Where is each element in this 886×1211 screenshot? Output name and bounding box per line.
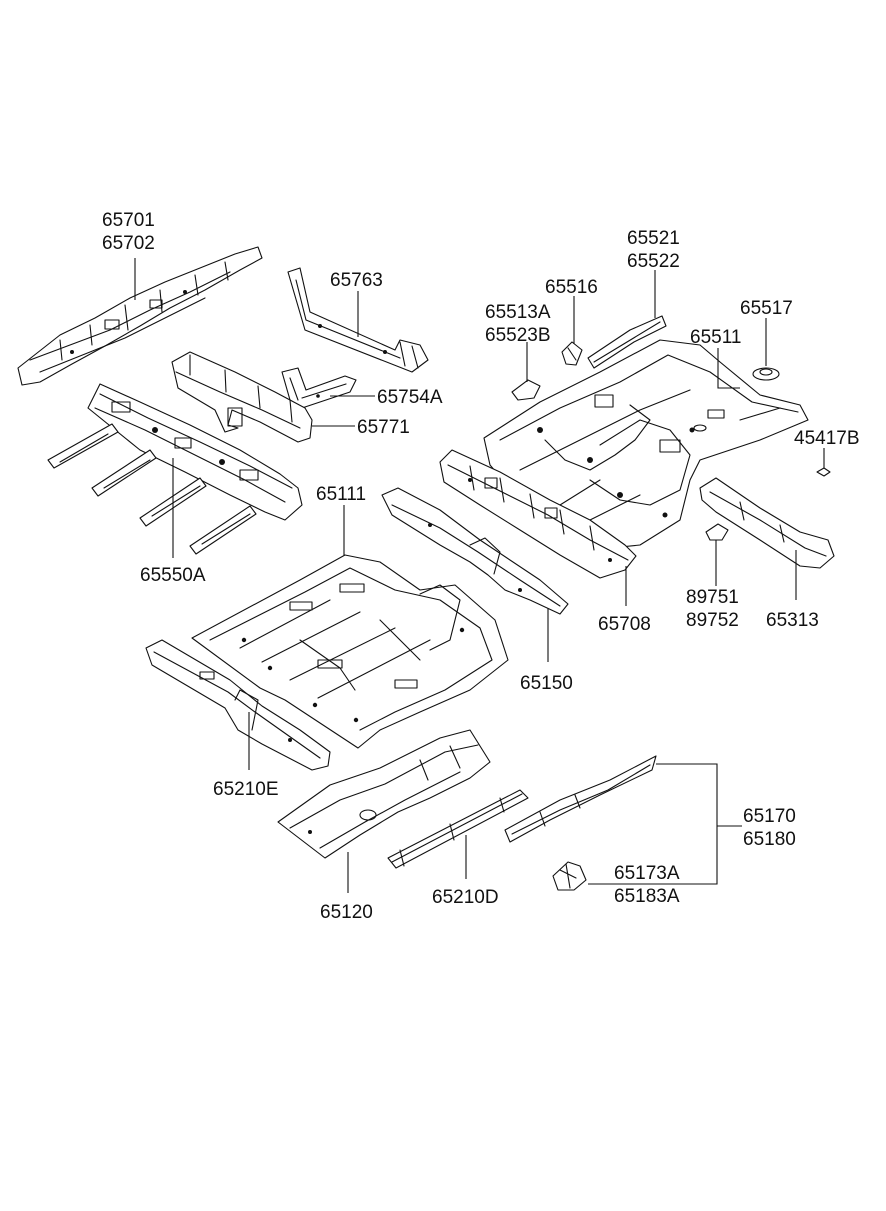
- label-89752: 89752: [686, 610, 739, 631]
- label-65210D: 65210D: [432, 887, 499, 908]
- part-65517-plug[interactable]: [752, 367, 780, 381]
- label-65701: 65701: [102, 210, 155, 231]
- label-65120: 65120: [320, 902, 373, 923]
- part-65513A-bracket[interactable]: [511, 379, 541, 401]
- label-65522: 65522: [627, 251, 680, 272]
- label-65313: 65313: [766, 610, 819, 631]
- label-65183A: 65183A: [614, 886, 680, 907]
- part-65516-clip[interactable]: [561, 341, 583, 366]
- label-65702: 65702: [102, 233, 155, 254]
- part-65210E-reinforcement[interactable]: [145, 639, 331, 771]
- part-65771-crossmember[interactable]: [171, 351, 313, 443]
- part-65708-side-member[interactable]: [439, 449, 637, 579]
- part-65763-cross-member[interactable]: [287, 267, 429, 373]
- label-65150: 65150: [520, 673, 573, 694]
- label-65111: 65111: [316, 484, 366, 505]
- part-65511-rear-floor[interactable]: [483, 339, 809, 549]
- label-65523B: 65523B: [485, 325, 551, 346]
- label-65550A: 65550A: [140, 565, 206, 586]
- label-65754A: 65754A: [377, 387, 443, 408]
- label-65511: 65511: [690, 327, 741, 348]
- label-65516: 65516: [545, 277, 598, 298]
- label-65708: 65708: [598, 614, 651, 635]
- label-65771: 65771: [357, 417, 410, 438]
- part-65313-extension[interactable]: [699, 477, 835, 569]
- part-65150-cross-member[interactable]: [381, 487, 569, 615]
- label-89751: 89751: [686, 587, 739, 608]
- label-65517: 65517: [740, 298, 793, 319]
- label-65180: 65180: [743, 829, 796, 850]
- part-45417B-nut[interactable]: [816, 467, 831, 477]
- part-65173A-bracket[interactable]: [552, 861, 587, 891]
- label-65763: 65763: [330, 270, 383, 291]
- part-65210D-sill-rail[interactable]: [387, 789, 529, 869]
- label-65170: 65170: [743, 806, 796, 827]
- label-65521: 65521: [627, 228, 680, 249]
- part-65170-sill-extension[interactable]: [504, 755, 657, 843]
- label-45417B: 45417B: [794, 428, 860, 449]
- part-65120-front-floor[interactable]: [277, 729, 491, 859]
- label-65173A: 65173A: [614, 863, 680, 884]
- part-89751-plate[interactable]: [705, 523, 729, 541]
- label-65210E: 65210E: [213, 779, 279, 800]
- part-65111-floor-panel[interactable]: [191, 554, 509, 749]
- part-65521-bracket[interactable]: [587, 315, 667, 369]
- label-65513A: 65513A: [485, 302, 551, 323]
- part-rear-side-member[interactable]: [17, 246, 263, 386]
